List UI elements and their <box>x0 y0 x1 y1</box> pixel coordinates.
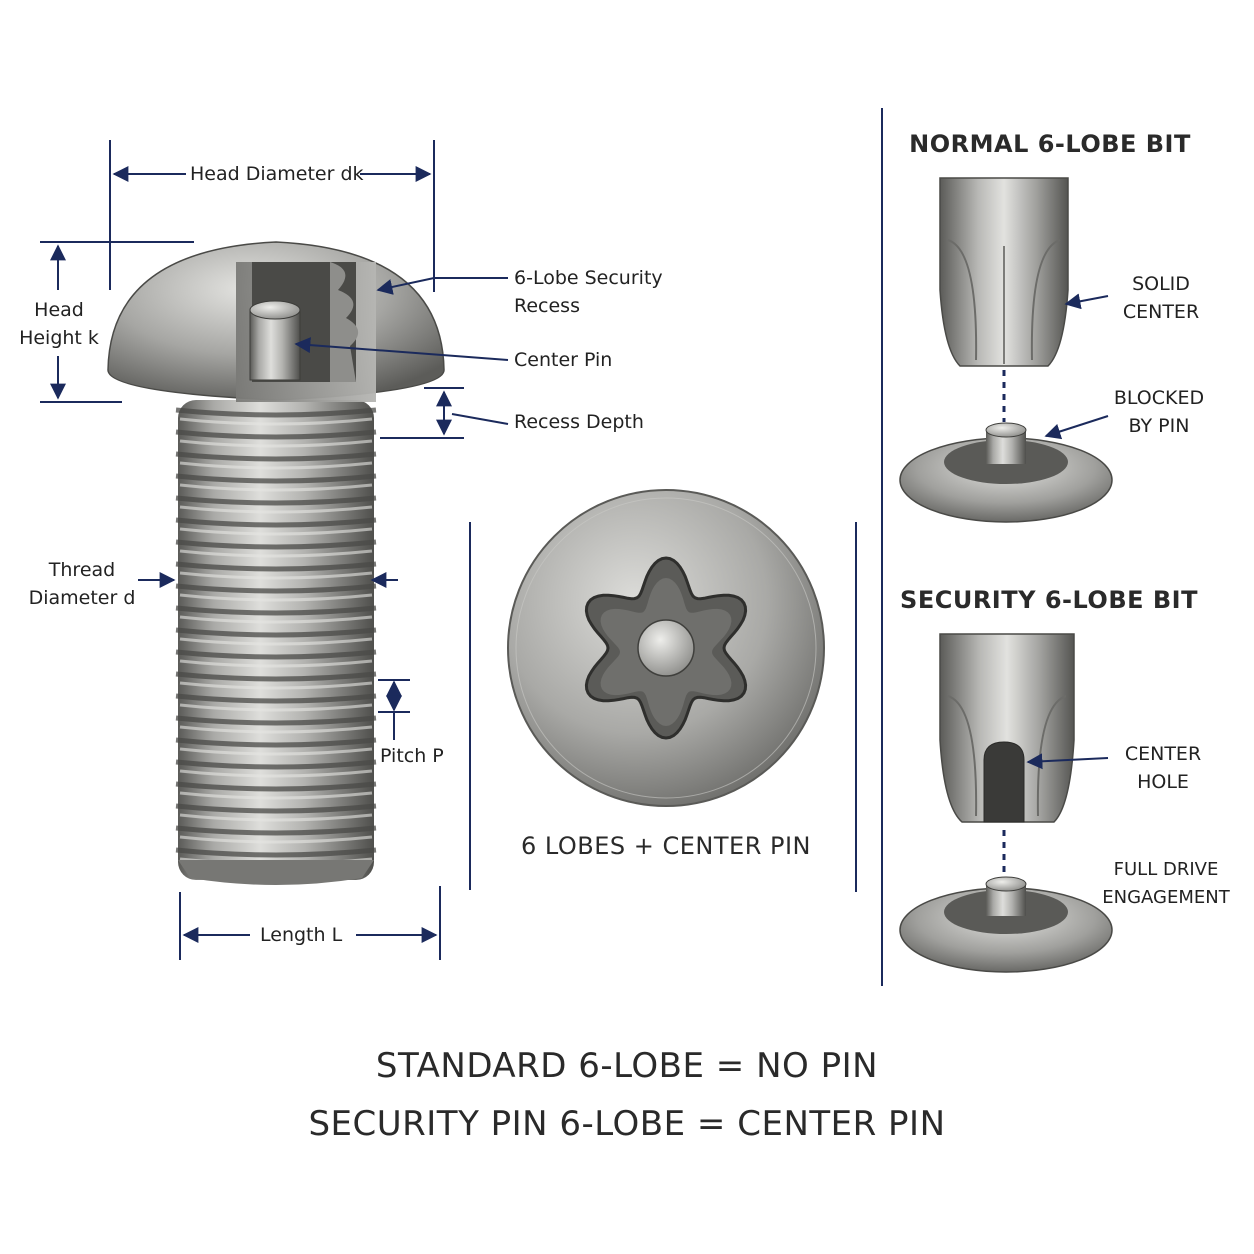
label-solid-center-line2: CENTER <box>1122 301 1200 323</box>
top-view-center-pin <box>637 619 695 677</box>
label-security-recess: 6-Lobe Security Recess <box>514 264 663 320</box>
screw-side-view <box>107 241 445 885</box>
label-blocked-by-pin: BLOCKED BY PIN <box>1104 384 1214 440</box>
normal-bit-illustration <box>899 177 1113 523</box>
label-security-recess-line2: Recess <box>514 295 580 317</box>
screw-shaft <box>178 400 374 880</box>
center-pin-side <box>249 309 301 381</box>
label-thread-diameter-line1: Thread <box>48 559 116 581</box>
label-center-hole-line1: CENTER <box>1124 743 1202 765</box>
label-blocked-by-pin-line2: BY PIN <box>1128 415 1190 437</box>
label-head-height-line1: Head <box>34 299 84 321</box>
recess-lobe-profile <box>330 262 359 382</box>
security-bit-center-hole <box>983 741 1025 823</box>
center-pin-top <box>249 300 301 320</box>
label-thread-diameter: Thread Diameter d <box>22 556 142 612</box>
dimension-lines <box>40 108 883 986</box>
normal-screw-pin <box>985 422 1027 438</box>
label-center-hole-line2: HOLE <box>1137 771 1189 793</box>
summary-line-2: SECURITY PIN 6-LOBE = CENTER PIN <box>308 1104 946 1144</box>
label-full-drive: FULL DRIVE ENGAGEMENT <box>1098 856 1234 912</box>
label-pitch: Pitch P <box>380 745 444 767</box>
top-view-caption: 6 LOBES + CENTER PIN <box>520 832 812 860</box>
label-thread-diameter-line2: Diameter d <box>28 587 136 609</box>
label-head-height: Head Height k <box>14 296 104 352</box>
label-length: Length L <box>260 924 343 946</box>
label-security-recess-line1: 6-Lobe Security <box>514 267 663 289</box>
summary-line-1: STANDARD 6-LOBE = NO PIN <box>375 1046 879 1086</box>
screw-tip <box>178 860 374 885</box>
label-head-diameter: Head Diameter dk <box>190 163 364 185</box>
thread-grooves <box>175 407 377 866</box>
security-screw-pin <box>985 876 1027 892</box>
top-view <box>507 489 825 807</box>
label-blocked-by-pin-line1: BLOCKED <box>1113 387 1205 409</box>
normal-bit-title: NORMAL 6-LOBE BIT <box>909 130 1191 158</box>
label-full-drive-line2: ENGAGEMENT <box>1102 887 1230 908</box>
security-bit-title: SECURITY 6-LOBE BIT <box>900 586 1198 614</box>
label-center-pin: Center Pin <box>514 349 613 371</box>
label-head-height-line2: Height k <box>19 327 99 349</box>
label-recess-depth: Recess Depth <box>514 411 644 433</box>
label-center-hole: CENTER HOLE <box>1108 740 1218 796</box>
label-full-drive-line1: FULL DRIVE <box>1113 859 1219 880</box>
label-solid-center-line1: SOLID <box>1132 273 1190 295</box>
security-bit-illustration <box>899 633 1113 973</box>
label-solid-center: SOLID CENTER <box>1106 270 1216 326</box>
